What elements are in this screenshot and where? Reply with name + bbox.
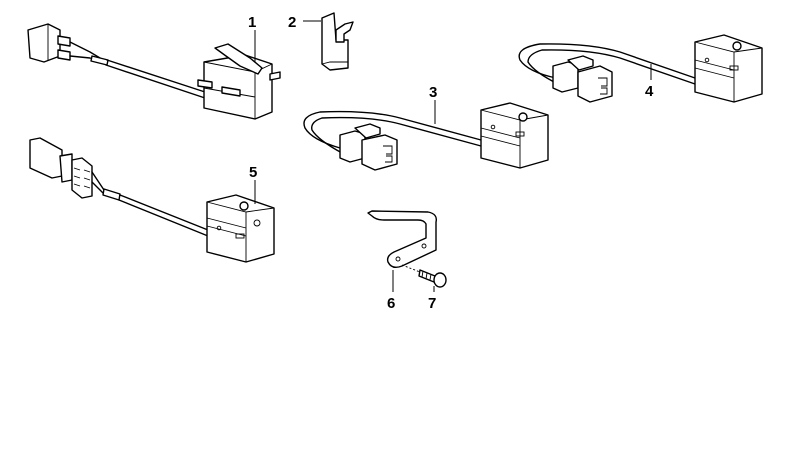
part-4-connector <box>552 55 613 103</box>
part-3-connector <box>339 123 398 171</box>
part-1-sleeve <box>90 55 109 66</box>
part-5-connector <box>29 137 105 199</box>
callout-2: 2 <box>288 14 296 31</box>
part-1-switch-assembly[interactable]: 1 <box>27 14 281 120</box>
part-3-switch-assembly[interactable]: 3 <box>303 84 549 171</box>
part-2-clip[interactable]: 2 <box>288 12 354 71</box>
part-1-cable <box>105 59 206 99</box>
callout-5: 5 <box>249 164 257 181</box>
callout-7: 7 <box>428 295 436 312</box>
part-3-cable <box>303 110 482 149</box>
part-1-connector <box>27 23 101 63</box>
callout-1: 1 <box>248 14 256 31</box>
part-4-cable <box>518 43 696 79</box>
part-1-switch-body <box>197 43 281 120</box>
part-4-switch-body <box>694 34 763 103</box>
part-7-screw[interactable]: 7 <box>401 264 447 312</box>
part-5-sleeve <box>102 188 121 201</box>
part-6-bracket[interactable]: 6 <box>367 210 438 312</box>
part-5-switch-assembly[interactable]: 5 <box>29 137 275 263</box>
callout-4: 4 <box>645 83 654 100</box>
part-3-switch-body <box>480 102 549 169</box>
part-5-switch-body <box>206 194 275 263</box>
part-4-switch-assembly[interactable]: 4 <box>518 34 763 103</box>
callout-6: 6 <box>387 295 395 312</box>
callout-3: 3 <box>429 84 437 101</box>
part-5-cable <box>118 194 209 237</box>
